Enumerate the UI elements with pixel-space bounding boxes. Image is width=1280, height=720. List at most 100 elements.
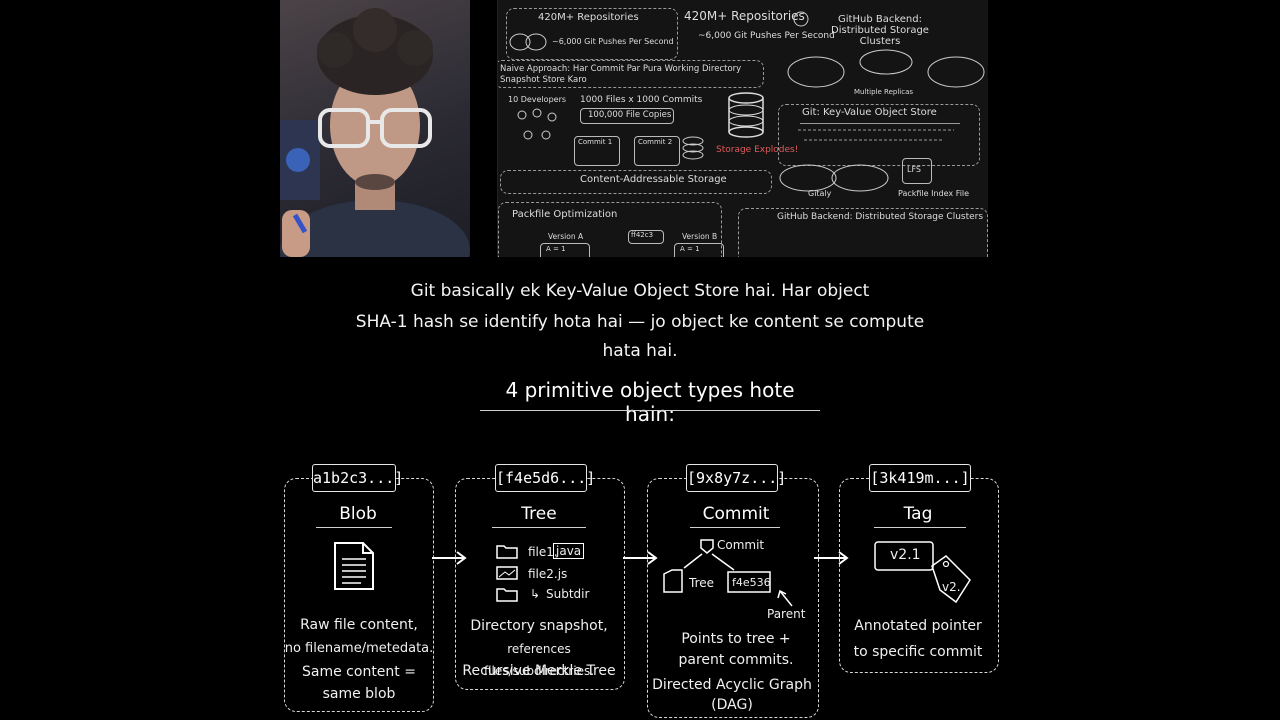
commit-tree-hash: f4e536 — [732, 576, 771, 589]
commit-desc-2: parent commits. — [678, 652, 794, 668]
commit1-box — [574, 136, 620, 166]
gitaly-label: Gitaly — [808, 189, 832, 198]
scale-box-left — [506, 8, 678, 60]
small-database-icon — [682, 136, 704, 160]
tree-file2: file2.js — [528, 567, 568, 581]
kv-underline — [800, 123, 960, 124]
hash-small-label: ff42c3 — [631, 231, 654, 239]
cas-label: Content-Addressable Storage — [580, 174, 727, 185]
document-icon — [334, 542, 374, 590]
tag-hash: [3k419m...] — [869, 464, 971, 492]
tag-title-underline — [874, 527, 966, 528]
blob-title: Blob — [339, 504, 377, 524]
tree-file1-ext: java — [553, 543, 585, 559]
tag-title: Tag — [903, 504, 933, 524]
packfile-index-label: Packfile Index File — [898, 189, 970, 198]
commit1-label: Commit 1 — [578, 138, 613, 146]
commit-hash: [9x8y7z...] — [686, 464, 786, 492]
gitaly-cloud-icon — [779, 164, 889, 192]
blob-desc-2: no filename/metedata. — [284, 641, 434, 656]
arrow-right-icon — [432, 551, 467, 565]
files-commits-label: 1000 Files x 1000 Commits — [580, 95, 703, 105]
tag-icon — [874, 541, 971, 604]
webcam-feed — [280, 0, 470, 257]
tree-desc-2: references files/subdirectries. — [483, 642, 595, 678]
hash-small-box — [628, 230, 664, 244]
commit-desc-3: Directed Acyclic Graph — [652, 677, 812, 693]
version-a-label: Version A — [548, 232, 584, 241]
lfs-box — [902, 158, 932, 184]
blob-desc-4: same blob — [322, 686, 396, 702]
image-file-icon — [496, 566, 518, 580]
naive-approach-title: Naive Approach: Har Commit Par Pura Work… — [500, 64, 742, 85]
tag-tag-label: v2. — [942, 580, 961, 594]
backend-bottom-box — [738, 208, 988, 257]
scribble-text — [798, 129, 954, 141]
version-a-value: A = 1 — [546, 245, 566, 253]
cloud-cluster-icon — [787, 49, 985, 88]
caption-line-3: hata hai. — [602, 341, 678, 361]
tag-version-label: v2.1 — [890, 547, 921, 563]
commit-parent-label: Parent — [767, 607, 806, 621]
packfile-opt-label: Packfile Optimization — [512, 209, 618, 220]
backend-bottom-label: GitHub Backend: Distributed Storage Clus… — [777, 212, 984, 222]
naive-approach-box — [498, 60, 764, 88]
version-b-value: A = 1 — [680, 245, 700, 253]
section-heading: 4 primitive object types hote hain: — [505, 378, 795, 426]
pushes-left-label: ~6,000 Git Pushes Per Second — [552, 37, 674, 46]
file-copies-label: 100,000 File Copies — [588, 110, 672, 120]
developers-label: 10 Developers — [508, 95, 567, 104]
version-a-box — [540, 243, 590, 257]
commit2-label: Commit 2 — [638, 138, 673, 146]
kv-store-title: Git: Key-Value Object Store — [802, 107, 937, 118]
packfile-opt-box — [498, 202, 722, 257]
version-b-label: Version B — [682, 232, 718, 241]
commit-desc-4: (DAG) — [711, 697, 753, 713]
blob-hash: a1b2c3...] — [312, 464, 403, 492]
arrow-right-icon — [814, 551, 849, 565]
commit-node-label: Commit — [717, 538, 765, 552]
tag-desc-2: to specific commit — [853, 644, 983, 660]
tree-desc-1: Directory snapshot, — [470, 618, 608, 634]
tree-title-underline — [492, 527, 586, 528]
commit2-box — [634, 136, 680, 166]
file-copies-box — [580, 108, 674, 124]
commit-tree-label: Tree — [689, 576, 715, 590]
arrow-right-icon — [623, 551, 658, 565]
multiple-replicas-label: Multiple Replicas — [854, 88, 914, 96]
tree-subdir-arrow: ↳ — [530, 587, 541, 601]
lfs-label: LFS — [907, 165, 921, 174]
cas-box — [500, 170, 772, 194]
commit-graph-icon — [663, 539, 793, 607]
repos-left-label: 420M+ Repositories — [538, 12, 639, 23]
blob-title-underline — [316, 527, 392, 528]
commit-title: Commit — [702, 504, 770, 524]
clock-icon — [793, 11, 809, 27]
commit-title-underline — [690, 527, 780, 528]
tree-subdir: Subtdir — [546, 587, 590, 601]
tree-hash: [f4e5d6...] — [495, 464, 595, 492]
whiteboard-sketch: 420M+ Repositories ~6,000 Git Pushes Per… — [497, 0, 988, 257]
server-stack-icon — [509, 33, 547, 51]
blob-desc-1: Raw file content, — [300, 617, 418, 633]
caption-line-1: Git basically ek Key-Value Object Store … — [410, 281, 870, 301]
storage-explodes-label: Storage Explodes! — [716, 145, 799, 155]
tag-desc-1: Annotated pointer — [854, 618, 982, 634]
version-b-box — [674, 243, 724, 257]
tree-desc-3: Recursive Merkle Tree — [462, 663, 616, 679]
backend-title: GitHub Backend: Distributed Storage Clus… — [831, 14, 929, 47]
developers-icon — [517, 108, 557, 140]
heading-underline — [480, 410, 820, 411]
blob-desc-3: Same content = — [302, 664, 416, 680]
tree-file1: file1. — [528, 545, 558, 559]
database-icon — [728, 92, 764, 138]
commit-desc-1: Points to tree + — [681, 631, 791, 647]
kv-store-box — [778, 104, 980, 166]
repos-right-label: 420M+ Repositories — [684, 9, 805, 23]
presenter-figure — [280, 8, 470, 257]
subfolder-icon — [496, 588, 518, 602]
caption-line-2: SHA-1 hash se identify hota hai — jo obj… — [355, 312, 925, 332]
pushes-right-label: ~6,000 Git Pushes Per Second — [698, 31, 835, 41]
folder-icon — [496, 545, 518, 559]
tree-title: Tree — [521, 504, 557, 524]
